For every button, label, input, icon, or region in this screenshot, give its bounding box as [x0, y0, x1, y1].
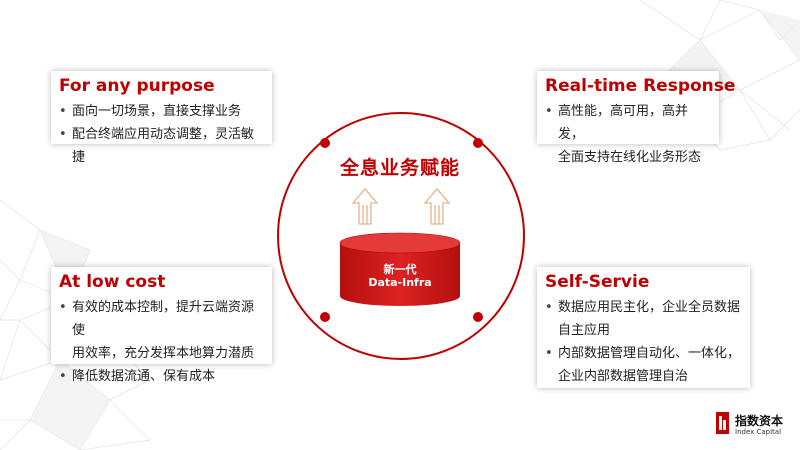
- cylinder-label-line2: Data-Infra: [368, 276, 432, 289]
- logo-name: 指数资本: [735, 414, 784, 428]
- card-bullet: 面向一切场景，直接支撑业务: [59, 100, 264, 123]
- ring-dot-top-left: [320, 138, 330, 148]
- logo-subtitle: Index Capital: [735, 428, 782, 436]
- card-bullet-continuation: 自主应用: [558, 323, 611, 338]
- card-title: For any purpose: [59, 76, 215, 96]
- ring-dot-top-right: [473, 138, 483, 148]
- card-self-service: Self-Servie 数据应用民主化，企业全员数据 自主应用 内部数据管理自动…: [537, 267, 750, 388]
- card-at-low-cost: At low cost 有效的成本控制，提升云端资源使 用效率，充分发挥本地算力…: [51, 267, 272, 388]
- ring-dot-bottom-left: [320, 312, 330, 322]
- up-arrow-right-icon: [423, 188, 451, 225]
- cylinder-label-line1: 新一代: [383, 263, 417, 276]
- card-bullet: 高性能，高可用，高并发，: [545, 100, 711, 146]
- up-arrow-left-icon: [351, 188, 379, 225]
- card-title: Real-time Response: [545, 76, 736, 96]
- card-title: At low cost: [59, 272, 166, 292]
- card-bullet-continuation: 全面支持在线化业务形态: [558, 150, 702, 165]
- card-bullet-continuation: 用效率，充分发挥本地算力潜质: [72, 346, 255, 361]
- card-bullet: 数据应用民主化，企业全员数据: [545, 296, 742, 319]
- center-ring: [277, 112, 525, 360]
- card-bullet: 有效的成本控制，提升云端资源使: [59, 296, 264, 342]
- card-bullet: 配合终端应用动态调整，灵活敏捷: [59, 123, 264, 169]
- card-for-any-purpose: For any purpose 面向一切场景，直接支撑业务 配合终端应用动态调整…: [51, 71, 272, 165]
- card-bullet: 降低数据流通、保有成本: [59, 365, 264, 388]
- card-bullet-continuation: 企业内部数据管理自治: [558, 369, 689, 384]
- card-bullet: 内部数据管理自动化、一体化，: [545, 342, 742, 365]
- card-real-time-response: Real-time Response 高性能，高可用，高并发， 全面支持在线化业…: [537, 71, 736, 165]
- center-title: 全息业务赋能: [339, 157, 460, 179]
- data-infra-cylinder: [339, 232, 461, 306]
- card-title: Self-Servie: [545, 272, 650, 292]
- ring-dot-bottom-right: [473, 312, 483, 322]
